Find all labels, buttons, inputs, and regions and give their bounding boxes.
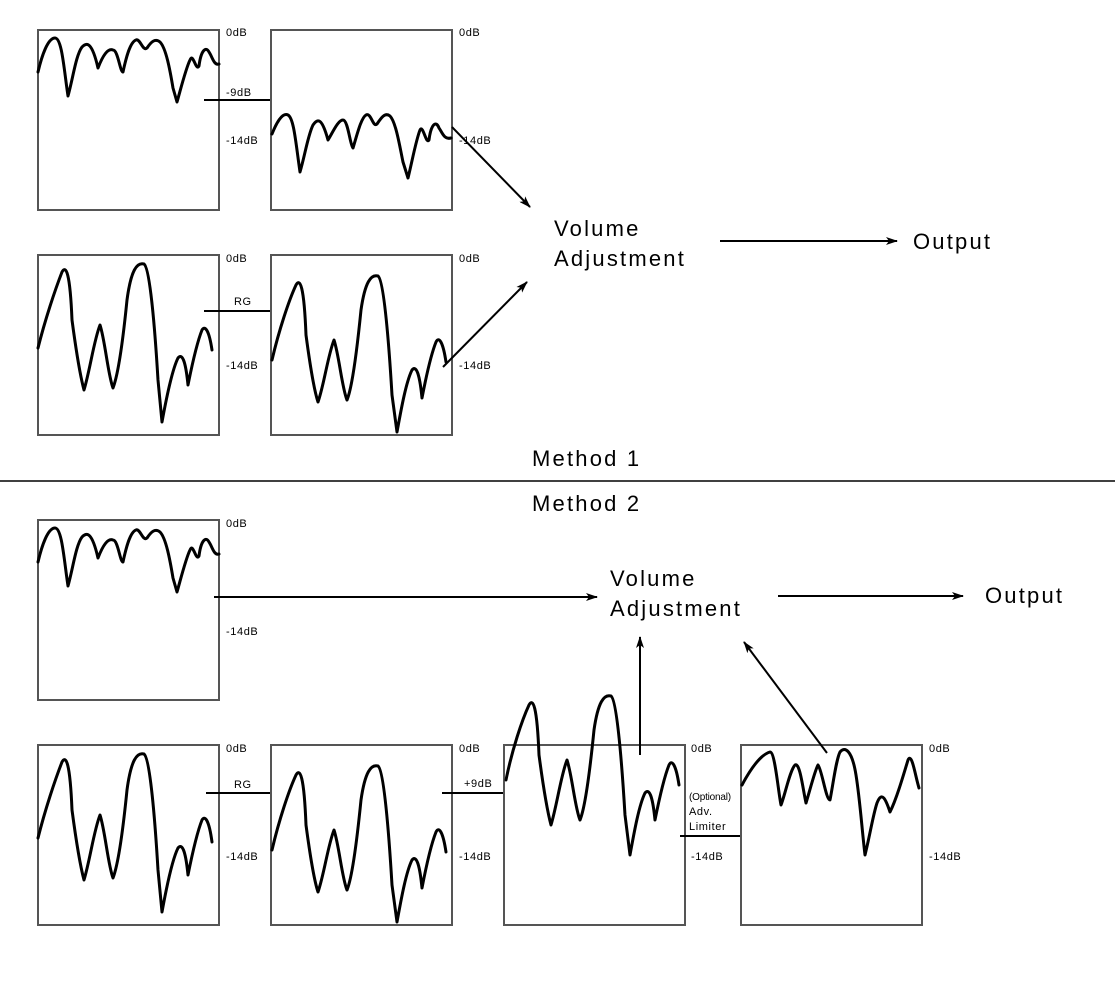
- waveform: [270, 764, 448, 924]
- waveform: [36, 36, 221, 104]
- m1-db-0-c: 0dB: [226, 253, 247, 265]
- m2-db-0-b: 0dB: [226, 743, 247, 755]
- m2-db-0-a: 0dB: [226, 518, 247, 530]
- m1-db-minus14-d: -14dB: [459, 360, 491, 372]
- waveform: [36, 262, 214, 424]
- m1-gain-label-bottom: RG: [234, 296, 252, 308]
- m1-output-label: Output: [913, 229, 992, 254]
- m2-db-minus14-b: -14dB: [226, 851, 258, 863]
- m2-output-label: Output: [985, 583, 1064, 608]
- m1-db-0-d: 0dB: [459, 253, 480, 265]
- m2-db-0-c: 0dB: [459, 743, 480, 755]
- m2-quiet-original-box: [36, 519, 221, 701]
- waveform: [740, 748, 921, 857]
- m2-title: Method 2: [532, 491, 641, 516]
- m2-volume-label-line2: Adjustment: [610, 596, 742, 621]
- m1-db-minus14-b: -14dB: [459, 135, 491, 147]
- m2-db-minus14-a: -14dB: [226, 626, 258, 638]
- m1-loud-adjusted-box: [270, 254, 453, 436]
- m1-db-0-a: 0dB: [226, 27, 247, 39]
- m2-gain-label-rg: RG: [234, 779, 252, 791]
- m2-db-minus14-d: -14dB: [691, 851, 723, 863]
- m2-limiter-label-line2: Adv.: [689, 806, 713, 818]
- m1-db-minus14-c: -14dB: [226, 360, 258, 372]
- m2-loud-original-box: [36, 744, 220, 926]
- waveform: [36, 752, 214, 914]
- m1-quiet-original-box: [36, 29, 221, 211]
- m2-db-minus14-c: -14dB: [459, 851, 491, 863]
- m1-gain-label-top: -9dB: [226, 87, 252, 99]
- m2-loud-adjusted-box: [270, 744, 453, 926]
- m2-db-0-e: 0dB: [929, 743, 950, 755]
- m2-boosted-box: [503, 694, 686, 926]
- m1-volume-label-line2: Adjustment: [554, 246, 686, 271]
- method-2-section: Method 2 0dB -14dB Volume Adjustment Out…: [36, 491, 1064, 926]
- m1-quiet-adjusted-box: [270, 29, 453, 211]
- m2-limited-to-volume-arrow: [743, 641, 828, 754]
- m2-limiter-label-line3: Limiter: [689, 821, 726, 833]
- waveform: [270, 113, 453, 180]
- m1-title: Method 1: [532, 446, 641, 471]
- method-1-section: 0dB -9dB -14dB 0dB -14dB 0dB RG -14dB 0d…: [36, 27, 992, 471]
- m2-db-0-d: 0dB: [691, 743, 712, 755]
- m1-loud-to-volume-arrow: [442, 281, 528, 368]
- m2-db-minus14-e: -14dB: [929, 851, 961, 863]
- waveform: [504, 694, 681, 857]
- waveform: [270, 274, 448, 434]
- m2-gain-label-plus9: +9dB: [464, 778, 492, 790]
- m2-limiter-label-line1: (Optional): [689, 792, 731, 803]
- m1-loud-original-box: [36, 254, 220, 436]
- m2-limited-box: [740, 744, 923, 926]
- waveform: [36, 526, 221, 594]
- m1-volume-label-line1: Volume: [554, 216, 641, 241]
- m1-quiet-to-volume-arrow: [451, 126, 531, 208]
- m2-volume-label-line1: Volume: [610, 566, 697, 591]
- m1-db-minus14-a: -14dB: [226, 135, 258, 147]
- m1-db-0-b: 0dB: [459, 27, 480, 39]
